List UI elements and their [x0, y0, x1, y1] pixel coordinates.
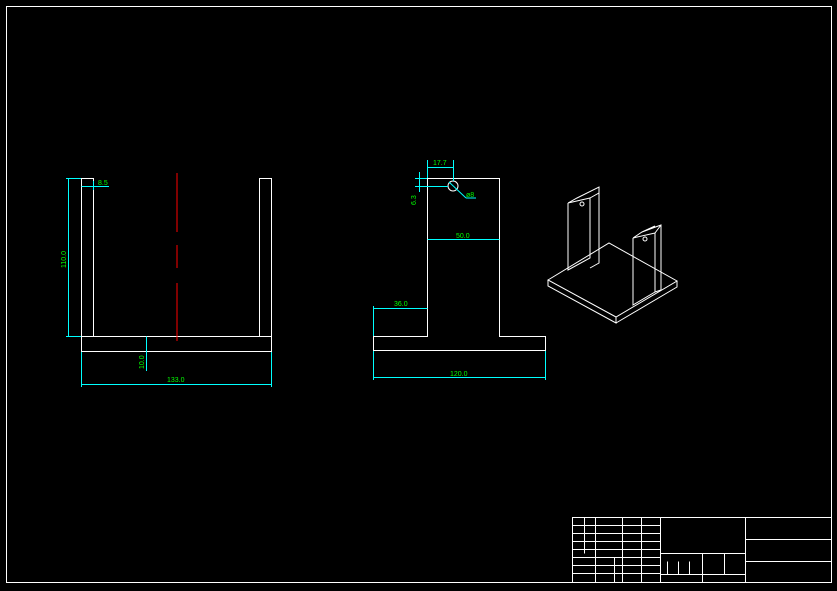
- iso-right-upright: [632, 224, 662, 306]
- title-block: [572, 517, 832, 583]
- dim-plate-thickness: 8.5: [98, 180, 108, 187]
- side-dimension-text: 17.7 6.3 ø8 50.0 36.0 120.0: [394, 160, 474, 378]
- dim-base-length: 120.0: [450, 371, 468, 378]
- front-right-plate: [259, 178, 272, 337]
- front-dimension-lines: [66, 178, 272, 387]
- side-profile: [373, 178, 546, 351]
- iso-base-top: [546, 242, 679, 318]
- dim-upright-width: 50.0: [456, 233, 470, 240]
- dim-hole-diameter: ø8: [466, 192, 474, 199]
- dim-hole-offset-x: 17.7: [433, 160, 447, 167]
- drawing-border: [6, 6, 832, 583]
- iso-left-hole: [579, 201, 585, 207]
- iso-base-front: [547, 280, 617, 324]
- front-dimension-text: 8.5 110.0 10.0 133.0: [61, 180, 185, 384]
- dim-height: 110.0: [61, 251, 68, 268]
- front-left-plate: [81, 178, 94, 337]
- iso-right-hole: [642, 236, 648, 242]
- iso-left-upright: [567, 186, 600, 271]
- dim-flange-width: 36.0: [394, 301, 408, 308]
- side-view: [373, 178, 546, 351]
- isometric-view: [546, 186, 679, 324]
- dim-hole-offset-y: 6.3: [411, 195, 418, 205]
- iso-base-side: [615, 281, 678, 324]
- dim-width: 133.0: [167, 377, 185, 384]
- dim-base-thickness: 10.0: [139, 355, 146, 369]
- side-dimension-lines: [373, 160, 546, 380]
